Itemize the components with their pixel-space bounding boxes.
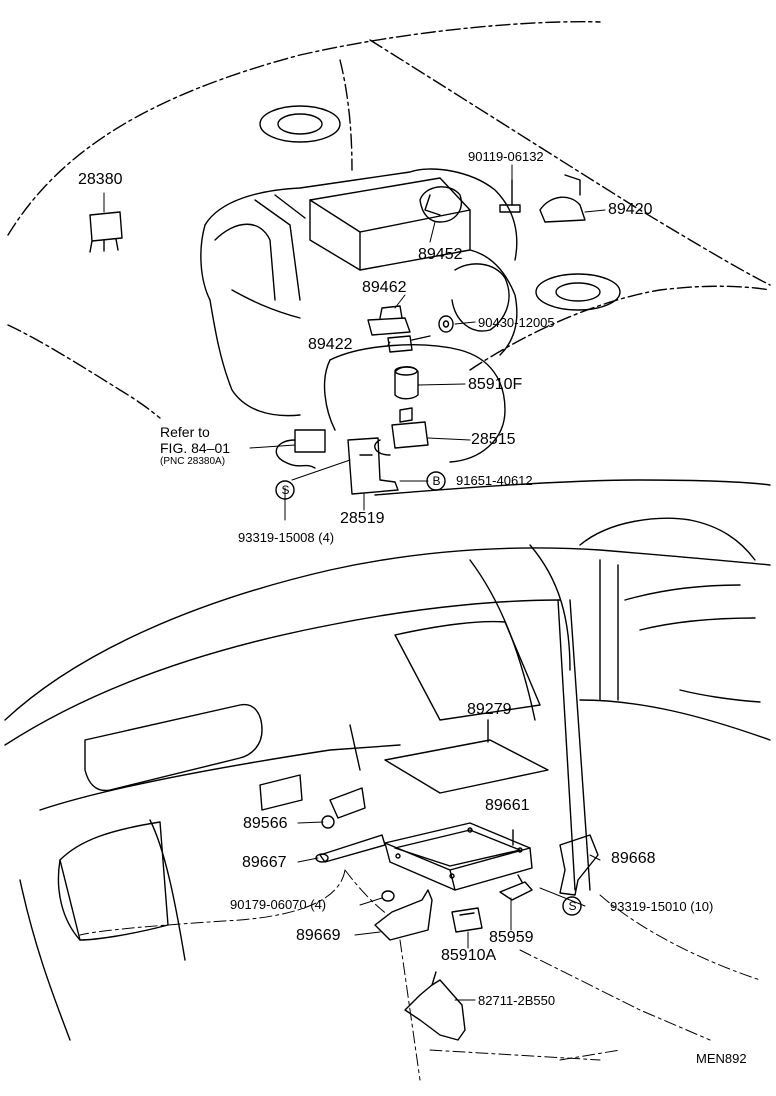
bracket-89668 [559,834,599,896]
s-symbol-circles [275,480,582,916]
part-label-89668: 89668 [611,850,656,867]
refer-to-text: Refer to [160,424,210,440]
part-label-85959: 85959 [489,929,534,946]
part-label-89462: 89462 [362,279,407,296]
switch-85910F [394,366,419,423]
connector-refer [275,429,326,469]
cover-89279 [384,719,549,794]
part-label-90430-12005: 90430-12005 [478,315,555,330]
part-label-28519: 28519 [340,510,385,527]
washer-90430 [438,315,454,333]
part-label-89279: 89279 [467,701,512,718]
leader-lines-top [103,164,606,521]
diagram-code: MEN892 [696,1051,747,1066]
sensor-89452 [419,186,462,223]
hood-outline [7,21,771,419]
part-label-90179-06070: 90179-06070 (4) [230,897,327,912]
part-label-89566: 89566 [243,815,288,832]
strut-tower-left [259,105,341,143]
nut-90179 [381,890,395,902]
sensor-89420 [539,174,586,223]
bracket-89667 [315,834,386,863]
dashboard-outline [4,479,771,1041]
engine-block [200,168,518,463]
refer-pnc-text: (PNC 28380A) [160,456,226,467]
part-label-85910A: 85910A [441,947,497,964]
part-label-93319-15008: 93319-15008 (4) [238,530,335,545]
strut-tower-right [535,273,621,311]
part-label-89452: 89452 [418,246,463,263]
part-label-89667: 89667 [242,854,287,871]
sensor-89462 [367,305,411,336]
part-label-91651-40612: 91651-40612 [456,473,533,488]
part-label-28380: 28380 [78,171,123,188]
bracket-82711 [404,971,466,1041]
refer-fig-text: FIG. 84–01 [160,440,231,456]
bracket-28519 [347,437,399,495]
bracket-89669 [374,889,433,941]
dash-dot-lines [79,869,761,1081]
sensor-89422 [387,335,431,353]
b-symbol-circle [426,471,446,491]
bracket-85959 [499,874,533,901]
part-label-82711-2B550: 82711-2B550 [478,993,556,1008]
bolt-90119 [499,179,521,213]
b-symbol: B [432,474,441,488]
part-label-89661: 89661 [485,797,530,814]
leader-lines-bottom [297,821,601,1001]
part-label-85910F: 85910F [468,376,523,393]
part-label-93319-15010: 93319-15010 (10) [610,899,714,914]
bracket-89566 [321,787,366,829]
part-label-89420: 89420 [608,201,653,218]
part-label-90119-06132: 90119-06132 [468,149,544,164]
relay-28515 [374,421,429,456]
part-label-28515: 28515 [471,431,516,448]
s-symbol-top: S [281,483,290,497]
part-label-89422: 89422 [308,336,353,353]
s-symbol-bottom: S [568,899,577,913]
ecu-89661 [384,822,533,891]
switch-85910A [451,907,483,933]
relay-28380 [89,211,123,253]
part-label-89669: 89669 [296,927,341,944]
